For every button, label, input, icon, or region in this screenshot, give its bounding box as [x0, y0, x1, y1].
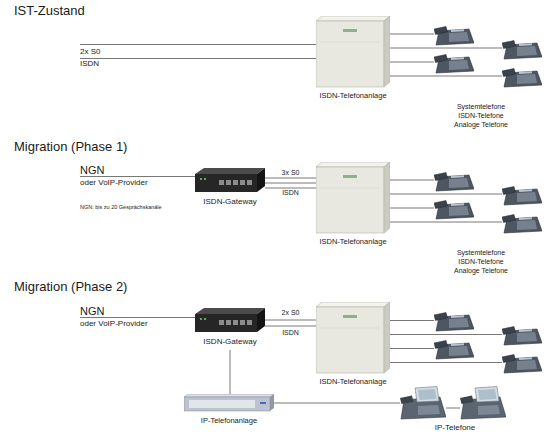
phone-wire	[420, 222, 502, 223]
wire-connector	[390, 180, 420, 222]
phone-wire	[390, 348, 434, 349]
provider-label: NGN	[80, 305, 104, 318]
provider-wire	[80, 317, 195, 318]
phone-symbol	[434, 313, 474, 332]
pbx-symbol	[316, 16, 390, 87]
phone-symbol	[502, 355, 542, 374]
section-heading: IST-Zustand	[14, 3, 85, 19]
node-label: Systemtelefone ISDN-Telefone Analoge Tel…	[448, 248, 514, 275]
wire-connector	[274, 403, 400, 404]
wire-connector	[390, 34, 420, 76]
ip-phone-symbol	[460, 387, 506, 420]
node-label: ISDN-Gateway	[195, 197, 265, 207]
node-label: IP-Telefonanlage	[184, 416, 274, 425]
device-illustration	[184, 394, 274, 432]
device-illustration	[316, 302, 390, 388]
phone-wire	[420, 208, 434, 209]
node-label: Systemtelefone ISDN-Telefone Analoge Tel…	[448, 102, 514, 129]
provider-label: NGN	[80, 164, 104, 177]
isdn-pbx: ISDN-Telefonanlage	[316, 162, 390, 248]
phone-wire	[420, 62, 434, 63]
phone-group: Systemtelefone ISDN-Telefone Analoge Tel…	[420, 18, 550, 133]
isdn-wire	[80, 44, 316, 45]
phone-symbol	[434, 173, 474, 192]
ip-phone-group: IP-Telefone	[400, 386, 510, 436]
phone-wire	[390, 334, 502, 335]
ip-pbx: IP-Telefonanlage	[184, 394, 274, 432]
phone-symbol	[434, 55, 474, 74]
line-label: 2x S0 ISDN	[80, 46, 112, 70]
line-label: 3x S0 ISDN	[276, 163, 306, 203]
phone-wire	[420, 76, 502, 77]
node-label: ISDN-Telefonanlage	[316, 237, 390, 246]
phone-symbol	[502, 327, 542, 346]
node-label: ISDN-Telefonanlage	[316, 377, 390, 386]
line-label: 2x S0 ISDN	[276, 303, 306, 343]
device-illustration	[316, 162, 390, 248]
node-label: ISDN-Telefonanlage	[316, 91, 390, 100]
phone-symbol	[502, 41, 542, 60]
phone-symbol	[502, 187, 542, 206]
isdn-gateway: ISDN-Gateway	[195, 166, 265, 210]
rack-symbol	[184, 394, 274, 411]
isdn-pbx: ISDN-Telefonanlage	[316, 16, 390, 102]
phone-wire	[420, 34, 434, 35]
phone-wire	[420, 194, 502, 195]
phone-symbol	[434, 27, 474, 46]
phone-symbol	[502, 215, 542, 234]
wire-connector	[230, 350, 231, 394]
node-label: ISDN-Gateway	[195, 337, 265, 347]
device-illustration	[316, 16, 390, 102]
footnote: NGN: bis zu 20 Gesprächskanäle	[80, 204, 162, 211]
isdn-pbx: ISDN-Telefonanlage	[316, 302, 390, 388]
isdn-wire	[80, 58, 316, 59]
gateway-symbol	[195, 308, 265, 332]
phone-wire	[390, 320, 434, 321]
wire-connector	[265, 320, 316, 326]
node-label: IP-Telefone	[400, 423, 510, 433]
pbx-symbol	[316, 162, 390, 233]
pbx-symbol	[316, 302, 390, 373]
phone-wire	[390, 362, 502, 363]
phone-group: Systemtelefone ISDN-Telefone Analoge Tel…	[420, 164, 550, 279]
section-heading: Migration (Phase 1)	[14, 139, 127, 155]
phone-wire	[446, 408, 460, 409]
provider-label: oder VoIP-Provider	[80, 319, 148, 329]
gateway-symbol	[195, 168, 265, 192]
wire-connector	[265, 178, 316, 188]
provider-label: oder VoIP-Provider	[80, 178, 148, 188]
section-heading: Migration (Phase 2)	[14, 279, 127, 295]
phone-symbol	[502, 69, 542, 88]
phone-symbol	[434, 341, 474, 360]
isdn-gateway: ISDN-Gateway	[195, 306, 265, 350]
phone-wire	[420, 48, 502, 49]
phone-symbol	[434, 201, 474, 220]
provider-wire	[80, 176, 195, 177]
phone-wire	[420, 180, 434, 181]
ip-phone-symbol	[400, 387, 446, 420]
